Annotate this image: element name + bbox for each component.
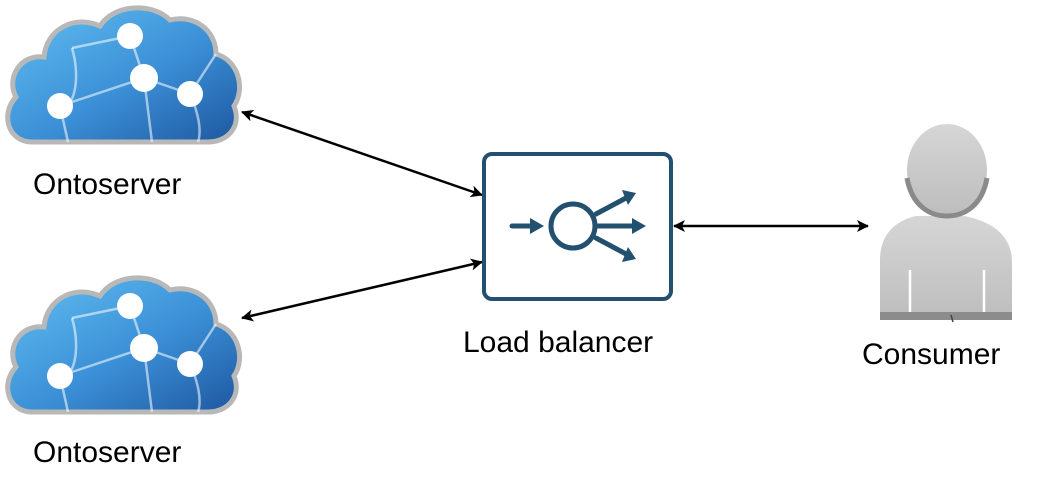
cloud-network-icon (8, 8, 240, 142)
load-balancer-label: Load balancer (463, 326, 654, 359)
edge-ontoserver-top-to-load-balancer (241, 109, 483, 198)
ontoserver-label: Ontoserver (33, 168, 182, 201)
ontoserver-label: Ontoserver (33, 436, 182, 469)
edge-ontoserver-bottom-to-load-balancer (241, 258, 483, 322)
cloud-network-icon (8, 278, 240, 412)
consumer-label: Consumer (862, 338, 1001, 371)
user-icon (880, 124, 1012, 323)
load-balancer-icon (482, 152, 673, 301)
